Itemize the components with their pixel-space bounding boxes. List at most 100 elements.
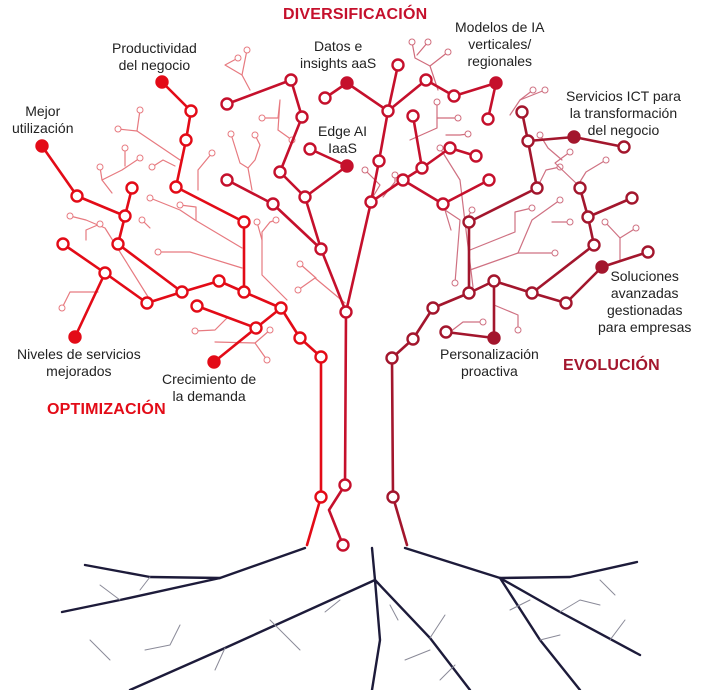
section-optimization: OPTIMIZACIÓN (47, 401, 166, 418)
branch-node-icon (336, 538, 350, 552)
twig-node-icon (96, 220, 104, 228)
twig-node-icon (408, 38, 416, 46)
twig-node-icon (66, 212, 74, 220)
branch-node-icon (530, 181, 544, 195)
goal-node-icon (155, 75, 169, 89)
branch-node-icon (515, 105, 529, 119)
branch-node-icon (487, 274, 501, 288)
branch (369, 114, 424, 204)
root-fiber (89, 639, 111, 661)
branch-node-icon (436, 197, 450, 211)
root-fiber (404, 649, 431, 661)
branch-node-icon (641, 245, 655, 259)
twig-node-icon (566, 148, 574, 156)
label-line: verticales/ (468, 36, 532, 52)
branch-node-icon (415, 161, 429, 175)
branch-node-icon (391, 58, 405, 72)
branch (327, 310, 348, 547)
label-line: Crecimiento de (162, 371, 257, 387)
branch-node-icon (462, 215, 476, 229)
root-fiber (214, 647, 226, 671)
branch (303, 164, 349, 251)
twig-node-icon (451, 279, 459, 287)
root-fiber (389, 604, 399, 621)
branch-node-icon (419, 73, 433, 87)
branch-node-icon (338, 478, 352, 492)
branch-node-icon (125, 181, 139, 195)
branch-node-icon (396, 173, 410, 187)
branch (586, 196, 634, 219)
branch-node-icon (190, 299, 204, 313)
twig-node-icon (454, 114, 462, 122)
root-fiber (599, 579, 616, 596)
goal-node-icon (595, 260, 609, 274)
branch-node-icon (364, 195, 378, 209)
branch-node-icon (303, 142, 317, 156)
branch (308, 147, 349, 168)
label-line: Edge AI (318, 123, 368, 139)
label-line: proactiva (461, 363, 518, 379)
twig-node-icon (114, 125, 122, 133)
branch-node-icon (443, 141, 457, 155)
twig-node-icon (227, 130, 235, 138)
branch-node-icon (447, 89, 461, 103)
branch-node-icon (70, 189, 84, 203)
goal-node-icon (489, 76, 503, 90)
twig (536, 166, 561, 189)
twig (194, 316, 229, 332)
twig-node-icon (601, 218, 609, 226)
branch-node-icon (293, 331, 307, 345)
twig (214, 329, 271, 344)
branch-node-icon (521, 134, 535, 148)
goal-node-icon (35, 139, 49, 153)
twig-node-icon (176, 201, 184, 209)
branch-node-icon (439, 325, 453, 339)
twig-node-icon (424, 38, 432, 46)
branch (61, 242, 283, 310)
root (373, 578, 472, 690)
twig-node-icon (556, 196, 564, 204)
twig-node-icon (529, 86, 537, 94)
branch-node-icon (386, 490, 400, 504)
twig-node-icon (148, 163, 156, 171)
root (128, 546, 377, 690)
branch-node-icon (169, 180, 183, 194)
twig (224, 57, 243, 76)
twig (604, 221, 621, 261)
label-line: Datos e (314, 38, 363, 54)
branch (160, 80, 246, 294)
twig-node-icon (444, 48, 452, 56)
twig (101, 157, 141, 181)
twig (411, 41, 439, 91)
branch-node-icon (220, 173, 234, 187)
twig-node-icon (258, 114, 266, 122)
twig (151, 159, 176, 168)
branch (40, 144, 127, 218)
branch-node-icon (274, 301, 288, 315)
branch-node-icon (237, 215, 251, 229)
branch-node-icon (573, 181, 587, 195)
root-fiber (99, 584, 121, 601)
root-fiber (429, 614, 446, 639)
branch-node-icon (462, 286, 476, 300)
label-line: mejorados (46, 363, 112, 379)
label-line: Mejor (25, 103, 61, 119)
twig-node-icon (251, 131, 259, 139)
root (370, 578, 382, 690)
goal-node-icon (207, 355, 221, 369)
branch-node-icon (525, 286, 539, 300)
twig (429, 51, 449, 67)
goal-node-icon (68, 330, 82, 344)
twig-node-icon (632, 224, 640, 232)
branch (225, 178, 348, 314)
twig (261, 99, 281, 131)
branch-node-icon (617, 140, 631, 154)
branch-node-icon (314, 350, 328, 364)
twig-node-icon (266, 326, 274, 334)
twig (409, 101, 438, 141)
twig-node-icon (528, 204, 536, 212)
